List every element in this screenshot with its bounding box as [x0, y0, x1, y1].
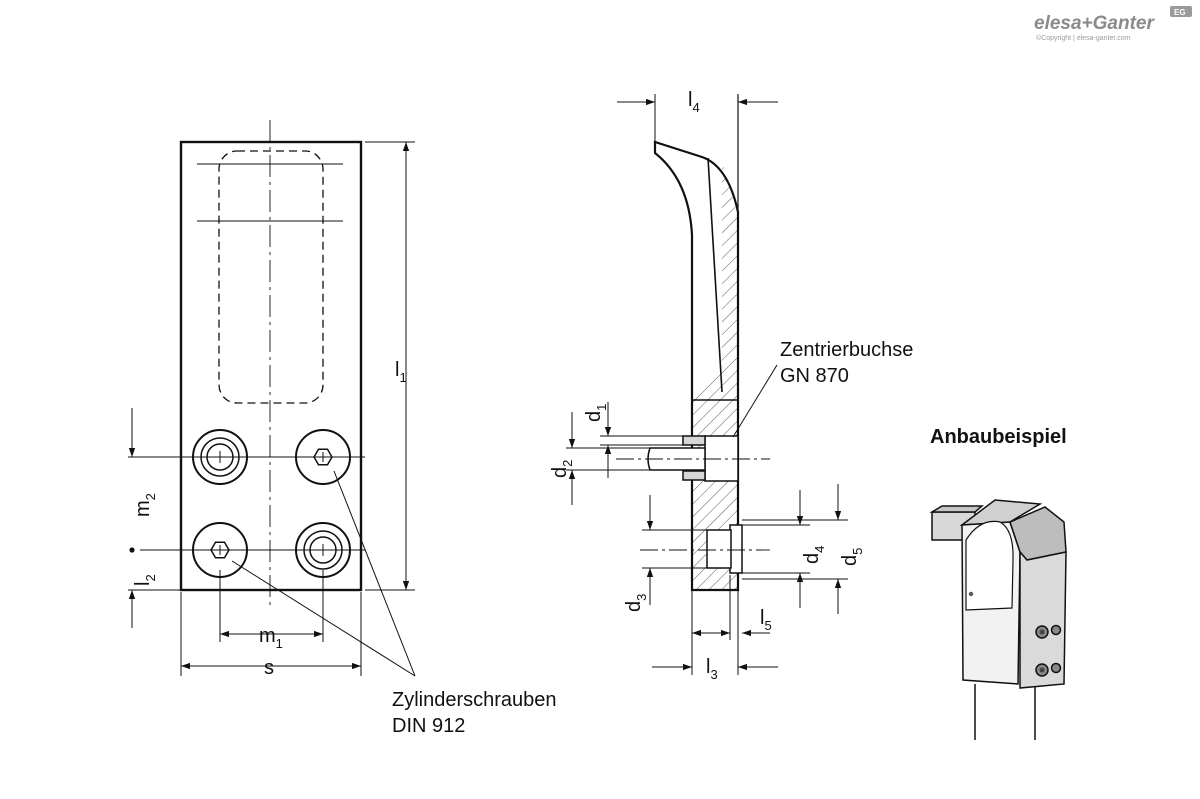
side-section-hatch: [692, 160, 738, 590]
label-d5: d5: [839, 548, 865, 566]
label-bushing-line2: GN 870: [780, 365, 849, 387]
dim-d1: [600, 402, 705, 478]
label-d2: d2: [549, 460, 575, 478]
side-screw: [706, 524, 743, 574]
screws-leaders: [231, 470, 416, 677]
dim-l1: [365, 141, 415, 591]
example-title: Anbaubeispiel: [930, 426, 1067, 448]
dim-l4: [617, 94, 778, 142]
brand-badge: EG: [1174, 8, 1186, 17]
front-view: [128, 120, 416, 677]
side-view: [566, 94, 848, 675]
side-bushing: [647, 435, 739, 482]
bushing-bottom-right: [295, 522, 351, 578]
label-m1: m1: [259, 625, 283, 651]
label-m2: m2: [132, 493, 158, 517]
label-l1: l1: [395, 359, 407, 385]
dim-s: [180, 592, 362, 676]
dim-l5: [692, 575, 770, 640]
dim-m2: [128, 408, 192, 458]
label-l2: l2: [132, 574, 158, 586]
label-screws-line1: Zylinderschrauben: [392, 689, 557, 711]
side-inner-line: [707, 157, 723, 393]
label-d1: d1: [583, 404, 609, 422]
bushing-leader: [732, 364, 778, 438]
brand-logo: elesa+Ganter EG ©Copyright | elesa-gante…: [1034, 6, 1192, 42]
label-screws-line2: DIN 912: [392, 715, 465, 737]
dim-d3: [642, 495, 707, 605]
label-l5: l5: [760, 607, 772, 633]
dim-d4: [742, 490, 810, 608]
label-s: s: [264, 657, 274, 679]
brand-badge-bg: [1170, 6, 1192, 17]
screw-top-right: [295, 429, 351, 485]
dim-d2: [566, 412, 650, 505]
label-l4: l4: [688, 89, 700, 115]
label-l3: l3: [706, 656, 718, 682]
brand-name: elesa+Ganter: [1034, 13, 1155, 34]
label-d4: d4: [801, 546, 827, 564]
bushing-top-left: [192, 429, 248, 485]
front-plate-outline: [179, 140, 363, 592]
brand-copyright: ©Copyright | elesa-ganter.com: [1036, 34, 1131, 42]
datum-point: [129, 547, 135, 553]
label-bushing-line1: Zentrierbuchse: [780, 339, 913, 361]
grip-recess-hidden: [218, 150, 324, 404]
dim-m1: [219, 570, 324, 642]
dim-d5: [742, 484, 848, 614]
mounting-example-illustration: [929, 499, 1067, 740]
dim-l2: [128, 589, 180, 628]
label-d3: d3: [623, 594, 649, 612]
